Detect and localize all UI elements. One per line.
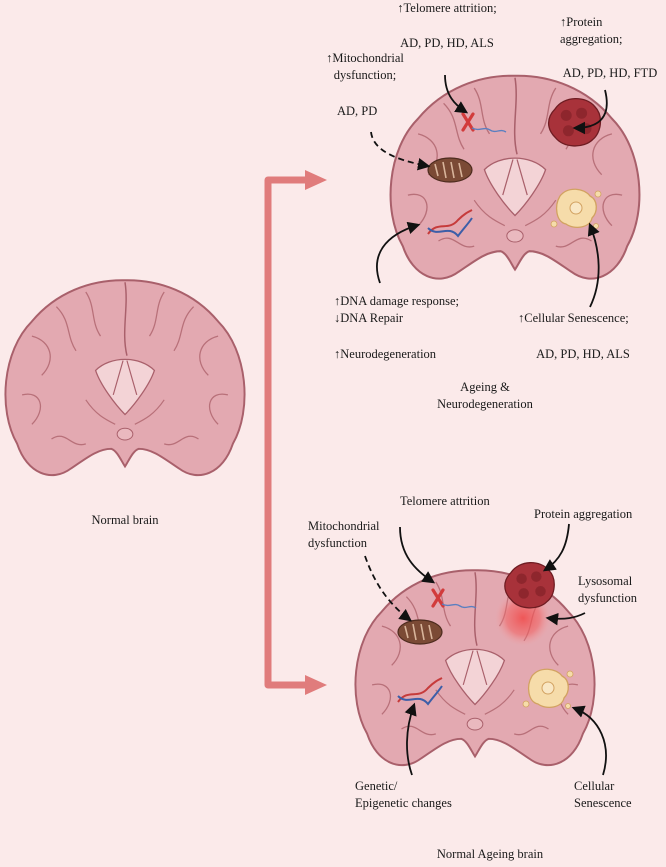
connector-bracket [264, 170, 327, 695]
ageing-telomere-label: Telomere attrition [400, 494, 490, 508]
neurodegeneration-label: ↑Neurodegeneration [334, 347, 437, 361]
ageing-mitochondrion-icon [397, 619, 443, 645]
normal-brain-illustration [4, 279, 246, 477]
dna-damage-label: ↑DNA damage response;↓DNA Repair [334, 294, 459, 325]
protein-diseases-label: AD, PD, HD, FTD [562, 66, 658, 80]
ageing-brain-caption: Normal Ageing brain [436, 847, 544, 861]
ageing-protein-label: Protein aggregation [534, 507, 633, 521]
normal-brain-caption: Normal brain [91, 513, 159, 527]
ageing-brain-illustration [354, 569, 596, 767]
ageing-genetic-label: Genetic/Epigenetic changes [355, 779, 452, 810]
cellular-senescence-label: ↑Cellular Senescence; [518, 311, 629, 325]
neurodegeneration-caption: Ageing &Neurodegeneration [437, 380, 533, 411]
mitochondrial-diseases-label: AD, PD [337, 104, 378, 118]
mitochondrion-icon [427, 157, 473, 183]
neuro-arrows [370, 74, 608, 308]
neurodegeneration-brain-illustration [389, 74, 641, 280]
ageing-arrows [364, 523, 607, 776]
telomere-diseases-label: AD, PD, HD, ALS [400, 36, 494, 50]
senescence-diseases-label: AD, PD, HD, ALS [536, 347, 630, 361]
telomere-attrition-label: ↑Telomere attrition; [397, 1, 497, 15]
